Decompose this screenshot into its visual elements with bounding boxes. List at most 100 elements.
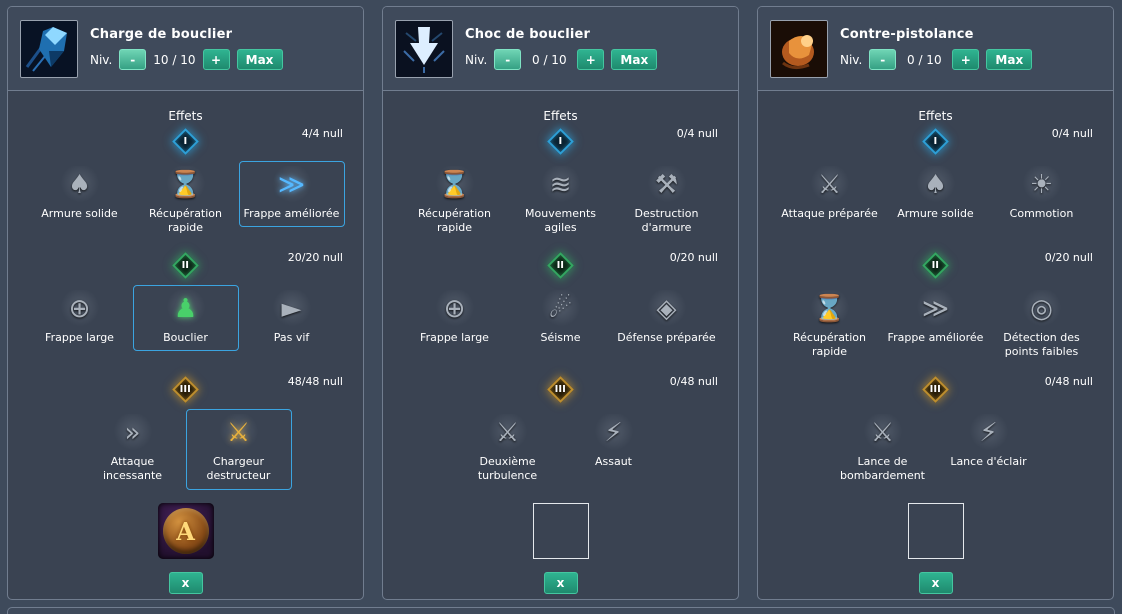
tier-numeral: I [933, 134, 938, 146]
tripod-name: Assaut [594, 455, 632, 468]
tier-points-counter: 48/48 null [287, 375, 343, 388]
tier-points-counter: 20/20 null [287, 251, 343, 264]
golden-shield-sword-icon: ⚔ [219, 414, 258, 452]
tripod-recuperation-rapide[interactable]: ⌛ Récupération rapide [777, 285, 883, 366]
tripod-recuperation-rapide[interactable]: ⌛ Récupération rapide [133, 161, 239, 242]
tripod-frappe-large[interactable]: ⊕Frappe large [27, 285, 133, 351]
level-increase-button[interactable]: + [952, 49, 980, 70]
tier-i-diamond: I [922, 127, 949, 155]
level-max-button[interactable]: Max [236, 49, 283, 70]
icon-glyph: ☄ [548, 294, 573, 324]
shield-shock-skill-icon [395, 19, 453, 78]
piercing-arrows-icon: ≫ [916, 290, 955, 328]
tier-points-counter: 0/48 null [669, 375, 718, 388]
icon-glyph: ⊕ [443, 294, 466, 324]
tripod-name: Récupération rapide [148, 207, 223, 235]
level-value: 10 / 10 [153, 52, 196, 67]
hourglass-icon: ⌛ [166, 166, 205, 204]
unequip-button[interactable]: x [543, 572, 578, 594]
assault-slash-icon: ⚡ [594, 414, 633, 452]
tier-iii: III 0/48 null ⚔Lance de bombardement⚡Lance… [766, 371, 1105, 495]
tripod-name: Récupération rapide [792, 331, 867, 359]
hourglass-icon: ⌛ [810, 290, 849, 328]
level-controls: Niv.-0 / 10+Max [465, 49, 658, 70]
level-increase-button[interactable]: + [202, 49, 230, 70]
tripod-frappe-amelioree[interactable]: ≫Frappe améliorée [238, 161, 345, 228]
tripod-chargeur-destructeur[interactable]: ⚔ Chargeur destructeur [185, 409, 292, 490]
weak-point-icon: ◎ [1022, 290, 1061, 328]
tripod-row: ⚔Deuxième turbulence ⚡ Assaut [455, 409, 667, 495]
icon-glyph: ≫ [921, 294, 950, 324]
level-increase-button[interactable]: + [577, 49, 605, 70]
tripod-defense-preparee[interactable]: ◈ Défense préparée [614, 285, 720, 351]
tripod-detection-des-points-faibles[interactable]: ◎Détection des points faibles [989, 285, 1095, 366]
tripod-commotion[interactable]: ☀Commotion [989, 161, 1095, 227]
level-value: 0 / 10 [907, 52, 942, 67]
level-decrease-button[interactable]: - [869, 49, 897, 70]
tripod-name: Attaque préparée [781, 207, 878, 220]
tripod-bouclier[interactable]: ♟Bouclier [132, 285, 239, 352]
tripod-recuperation-rapide[interactable]: ⌛Récupération rapide [402, 161, 508, 242]
tripod-name: Frappe large [420, 331, 489, 344]
tripod-name: Armure solide [897, 207, 974, 220]
tripod-name: Séisme [540, 331, 581, 344]
quake-fist-icon: ☄ [541, 290, 580, 328]
tripod-name: Armure solide [41, 207, 118, 220]
tier-numeral: II [931, 258, 940, 270]
icon-glyph: ⚔ [817, 170, 842, 200]
icon-glyph: » [124, 418, 141, 448]
tripod-assaut[interactable]: ⚡ Assaut [561, 409, 667, 475]
tier-numeral: I [558, 134, 563, 146]
icon-glyph: ⌛ [169, 170, 202, 200]
tripod-destruction-d-armure[interactable]: ⚒Destruction d'armure [614, 161, 720, 242]
unequip-button[interactable]: x [168, 572, 203, 594]
tripod-name: Attaque incessante [102, 455, 163, 483]
tripod-row: ⌛ Récupération rapide ≫ Frappe améliorée ◎Dé… [777, 285, 1095, 371]
level-decrease-button[interactable]: - [119, 49, 147, 70]
tier-points-counter: 4/4 null [301, 127, 343, 140]
next-card-row-edge [7, 607, 1115, 614]
tripod-name: Frappe améliorée [887, 331, 984, 344]
unequip-button[interactable]: x [918, 572, 953, 594]
level-max-button[interactable]: Max [986, 49, 1033, 70]
tripod-name: Récupération rapide [417, 207, 492, 235]
tripod-attaque-incessante[interactable]: » Attaque incessante [80, 409, 186, 490]
tripod-name: Bouclier [163, 331, 208, 344]
level-max-button[interactable]: Max [611, 49, 658, 70]
guard-shield-icon: ◈ [647, 290, 686, 328]
rune-slot[interactable] [907, 503, 964, 559]
tier-numeral: III [929, 382, 942, 394]
tripod-name: Lance d'éclair [950, 455, 1027, 468]
icon-glyph: ☀ [1029, 170, 1054, 200]
stun-burst-icon: ☀ [1022, 166, 1061, 204]
tripod-lance-de-bombardement[interactable]: ⚔Lance de bombardement [830, 409, 936, 490]
tripod-mouvements-agiles[interactable]: ≋Mouvements agiles [508, 161, 614, 242]
tier-points-counter: 0/48 null [1044, 375, 1093, 388]
tripod-armure-solide[interactable]: ♠Armure solide [27, 161, 133, 227]
tripod-name: Défense préparée [617, 331, 716, 344]
tripod-lance-d-eclair[interactable]: ⚡Lance d'éclair [936, 409, 1042, 475]
tripod-armure-solide[interactable]: ♠Armure solide [883, 161, 989, 227]
tripod-pas-vif[interactable]: ►Pas vif [239, 285, 345, 351]
tripod-frappe-amelioree[interactable]: ≫ Frappe améliorée [883, 285, 989, 351]
tripod-seisme[interactable]: ☄ Séisme [508, 285, 614, 351]
icon-glyph: ≫ [277, 170, 306, 200]
chevron-arrows-icon: » [113, 414, 152, 452]
rune-slot[interactable]: A [157, 503, 214, 559]
level-decrease-button[interactable]: - [494, 49, 522, 70]
tripod-deuxieme-turbulence[interactable]: ⚔Deuxième turbulence [455, 409, 561, 490]
skill-title: Choc de bouclier [465, 27, 591, 42]
tripod-frappe-large[interactable]: ⊕ Frappe large [402, 285, 508, 351]
rune-slot[interactable] [532, 503, 589, 559]
tripod-attaque-preparee[interactable]: ⚔ Attaque préparée [777, 161, 883, 227]
tripod-name: Chargeur destructeur [206, 455, 271, 483]
